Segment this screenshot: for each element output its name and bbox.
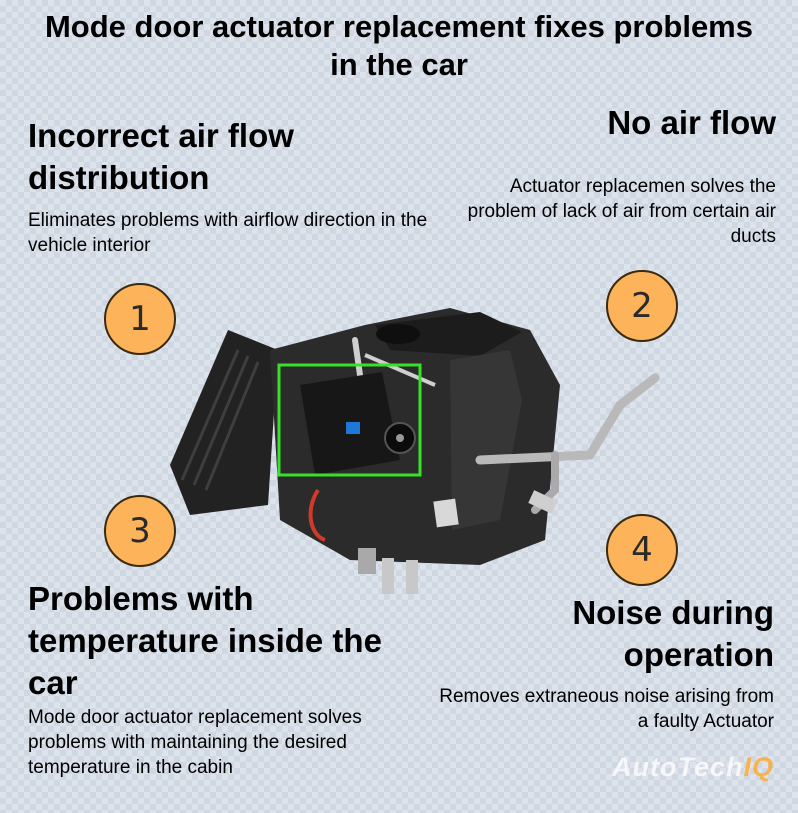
mode-door-actuator <box>300 372 416 475</box>
heading-1: Incorrect air flow distribution <box>28 117 294 196</box>
description-2: Actuator replacemen solves the problem o… <box>467 176 776 247</box>
vent-outlet <box>170 330 278 515</box>
page-title: Mode door actuator replacement fixes pro… <box>44 9 753 82</box>
badge-3: 3 <box>104 495 176 567</box>
description-4: Removes extraneous noise arising from a … <box>439 686 774 732</box>
connector <box>346 422 360 434</box>
autotechiq-logo: AutoTechIQ <box>611 752 774 782</box>
hvac-actuator-photo <box>170 308 660 594</box>
heading-2: No air flow <box>607 104 776 141</box>
heading-3: Problems with temperature inside the car <box>28 580 382 701</box>
description-3: Mode door actuator replacement solves pr… <box>28 707 362 778</box>
badge-1: 1 <box>104 283 176 355</box>
heading-4: Noise during operation <box>572 594 774 673</box>
red-wire <box>308 488 326 542</box>
badge-4: 4 <box>606 514 678 586</box>
actuator-highlight-box <box>277 363 422 477</box>
refrigerant-pipes <box>358 373 660 594</box>
description-1: Eliminates problems with airflow directi… <box>28 210 428 256</box>
badge-2: 2 <box>606 270 678 342</box>
